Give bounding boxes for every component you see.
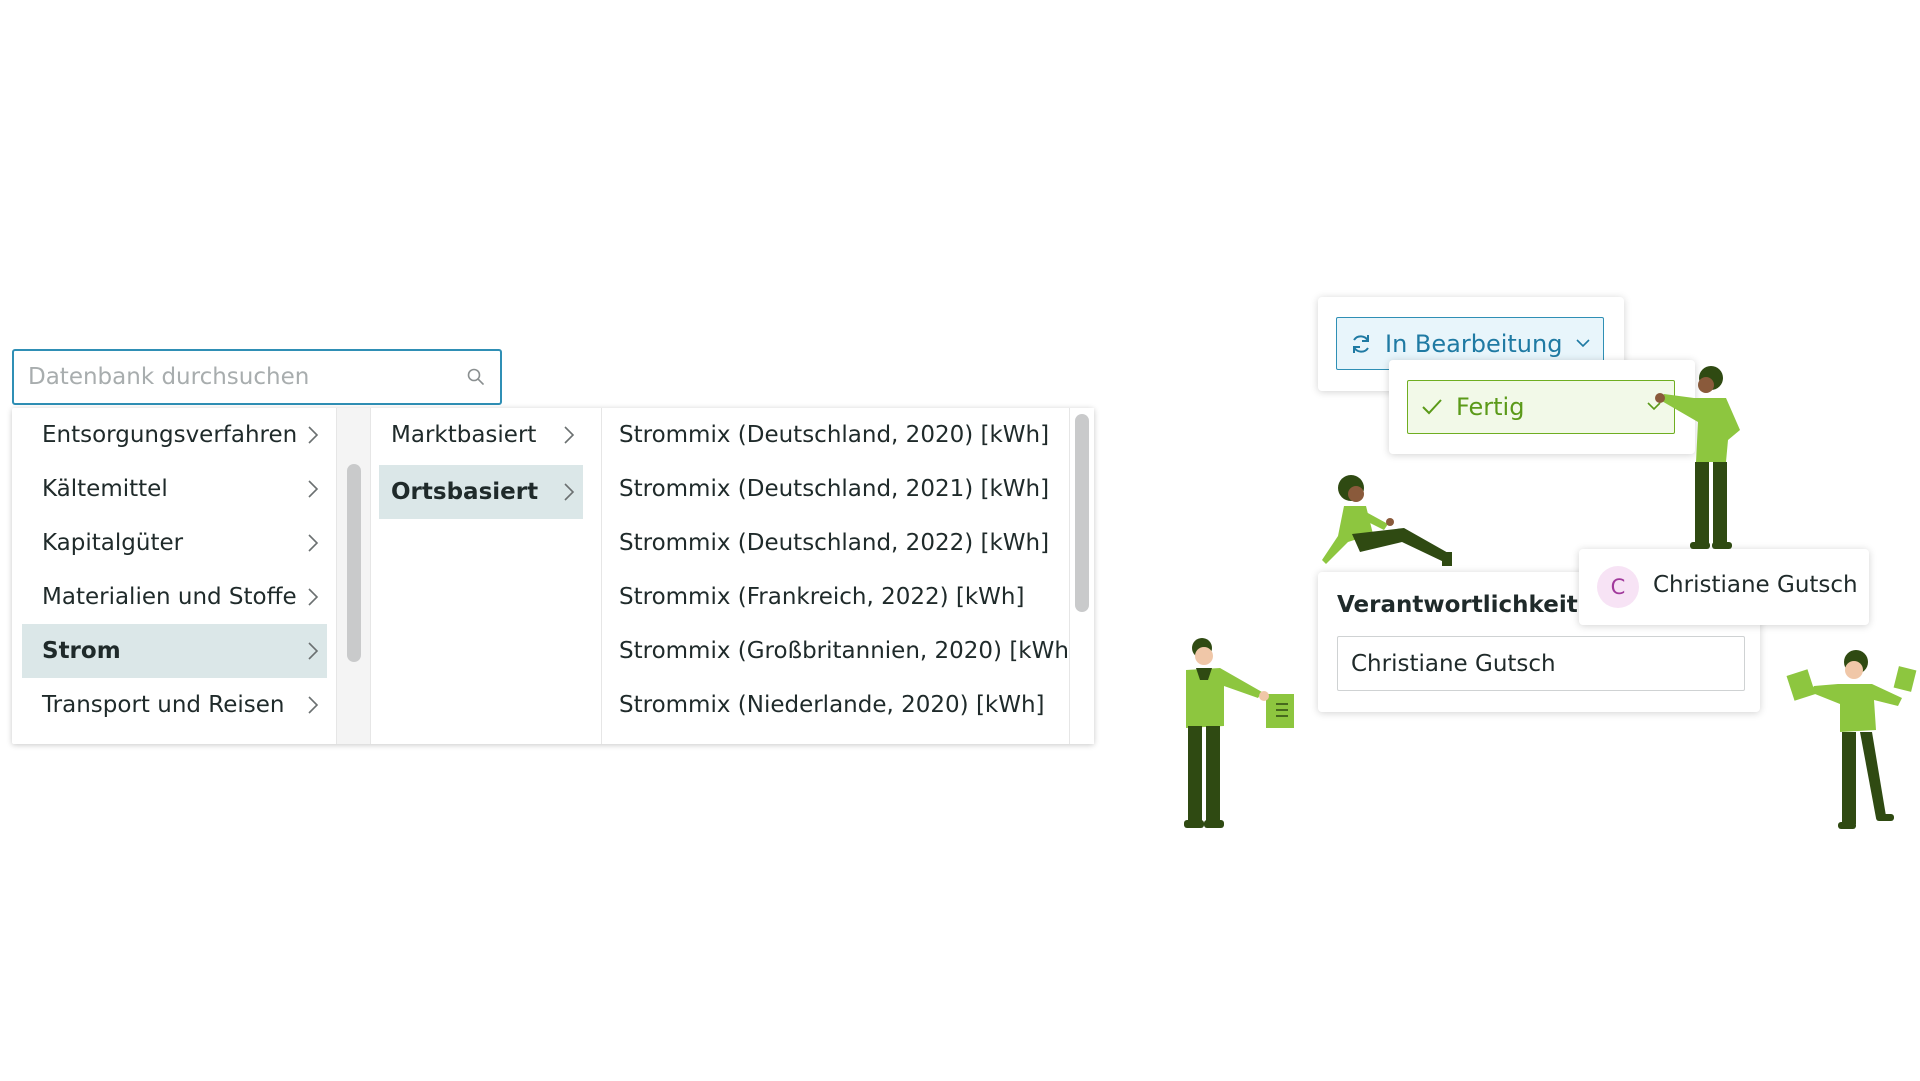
cascading-menu: Entsorgungsverfahren Kältemittel Kapital… (12, 408, 1094, 744)
item-column: Strommix (Deutschland, 2020) [kWh] Strom… (602, 408, 1078, 744)
person-pointing-illustration (1655, 366, 1740, 549)
category-label: Strom (42, 638, 121, 664)
list-item[interactable]: Strommix (Deutschland, 2021) [kWh] (602, 462, 1062, 516)
category-column: Entsorgungsverfahren Kältemittel Kapital… (12, 408, 337, 744)
category-item[interactable]: Entsorgungsverfahren (22, 408, 327, 462)
responsibility-value: Christiane Gutsch (1351, 650, 1556, 677)
list-item[interactable]: Strommix (Deutschland, 2022) [kWh] (602, 516, 1062, 570)
chevron-down-icon (1576, 339, 1590, 348)
item-label: Strommix (Frankreich, 2022) [kWh] (619, 584, 1025, 610)
item-label: Strommix (Niederlande, 2020) [kWh] (619, 692, 1045, 718)
responsibility-field[interactable]: Christiane Gutsch (1337, 636, 1745, 691)
category-label: Entsorgungsverfahren (42, 422, 298, 448)
item-scrollbar[interactable] (1070, 408, 1094, 744)
chevron-right-icon (308, 642, 319, 660)
search-icon (467, 368, 484, 385)
chevron-right-icon (308, 534, 319, 552)
scrollbar-thumb[interactable] (1075, 414, 1089, 612)
check-icon (1422, 399, 1442, 415)
category-item[interactable]: Transport und Reisen (22, 678, 327, 732)
status-label: In Bearbeitung (1385, 329, 1563, 358)
category-item-selected[interactable]: Strom (22, 624, 327, 678)
person-with-documents-illustration (1786, 650, 1917, 829)
list-item[interactable]: Strommix (Großbritannien, 2020) [kWh] (602, 624, 1078, 678)
subcategory-label: Marktbasiert (391, 422, 537, 448)
subcategory-item-selected[interactable]: Ortsbasiert (379, 465, 583, 519)
status-dropdown-done[interactable]: Fertig (1407, 380, 1675, 434)
category-label: Kapitalgüter (42, 530, 184, 556)
category-item[interactable]: Kapitalgüter (22, 516, 327, 570)
category-label: Materialien und Stoffe (42, 584, 297, 610)
person-sitting-illustration (1322, 475, 1452, 566)
refresh-icon (1353, 334, 1369, 353)
subcategory-item[interactable]: Marktbasiert (379, 408, 583, 462)
chevron-right-icon (308, 696, 319, 714)
search-input[interactable] (28, 364, 466, 390)
category-label: Kältemittel (42, 476, 168, 502)
status-label: Fertig (1456, 393, 1525, 421)
responsibility-title: Verantwortlichkeit (1337, 592, 1578, 618)
user-option[interactable]: C Christiane Gutsch (1579, 549, 1869, 625)
chevron-right-icon (308, 426, 319, 444)
list-item[interactable]: Strommix (Frankreich, 2022) [kWh] (602, 570, 1062, 624)
list-item[interactable]: Strommix (Deutschland, 2020) [kWh] (602, 408, 1062, 462)
category-scrollbar[interactable] (337, 408, 371, 744)
item-label: Strommix (Deutschland, 2021) [kWh] (619, 476, 1050, 502)
chevron-right-icon (564, 426, 575, 444)
user-name: Christiane Gutsch (1653, 572, 1858, 598)
avatar: C (1597, 566, 1639, 608)
status-card-done: Fertig (1389, 360, 1695, 454)
category-label: Transport und Reisen (42, 692, 285, 718)
chevron-down-icon (1647, 402, 1661, 411)
item-label: Strommix (Großbritannien, 2020) [kWh] (619, 638, 1078, 664)
category-item[interactable]: Kältemittel (22, 462, 327, 516)
category-item[interactable]: Materialien und Stoffe (22, 570, 327, 624)
item-label: Strommix (Deutschland, 2020) [kWh] (619, 422, 1050, 448)
chevron-right-icon (308, 480, 319, 498)
person-holding-document-illustration (1184, 638, 1294, 828)
subcategory-column: Marktbasiert Ortsbasiert (371, 408, 602, 744)
scrollbar-thumb[interactable] (347, 464, 361, 662)
chevron-right-icon (564, 483, 575, 501)
chevron-right-icon (308, 588, 319, 606)
subcategory-label: Ortsbasiert (391, 479, 539, 505)
list-item[interactable]: Strommix (Niederlande, 2020) [kWh] (602, 678, 1062, 732)
item-label: Strommix (Deutschland, 2022) [kWh] (619, 530, 1050, 556)
search-field[interactable] (12, 349, 502, 405)
